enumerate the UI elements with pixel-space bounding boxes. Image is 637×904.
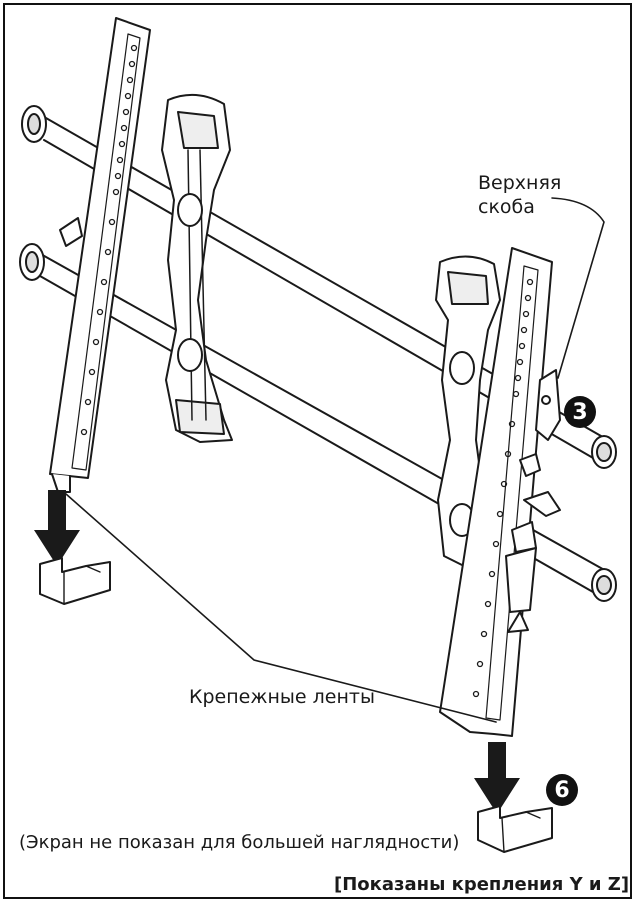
down-arrow-left bbox=[34, 490, 80, 566]
right-wall-plate bbox=[435, 255, 501, 567]
footer-caption: [Показаны крепления Y и Z] bbox=[334, 874, 630, 895]
mounting-straps-label: Крепежные ленты bbox=[189, 686, 375, 708]
right-strap-holes bbox=[472, 278, 534, 698]
upper-bracket-label: Верхняя скоба bbox=[478, 171, 561, 219]
upper-bracket-label-line2: скоба bbox=[478, 196, 535, 218]
right-mounting-strap bbox=[439, 247, 561, 737]
leader-lines bbox=[65, 197, 605, 723]
center-wall-plate bbox=[161, 93, 233, 443]
down-arrow-right bbox=[474, 742, 520, 814]
bracket-piece-right bbox=[477, 805, 553, 853]
left-strap-holes bbox=[80, 44, 138, 436]
step-6-badge: 6 bbox=[546, 774, 578, 806]
left-mounting-strap bbox=[49, 17, 151, 493]
step-3-badge: 3 bbox=[564, 396, 596, 428]
bracket-piece-left bbox=[39, 557, 111, 605]
screen-not-shown-note: (Экран не показан для большей наглядност… bbox=[19, 832, 460, 853]
upper-bracket-label-line1: Верхняя bbox=[478, 172, 562, 194]
